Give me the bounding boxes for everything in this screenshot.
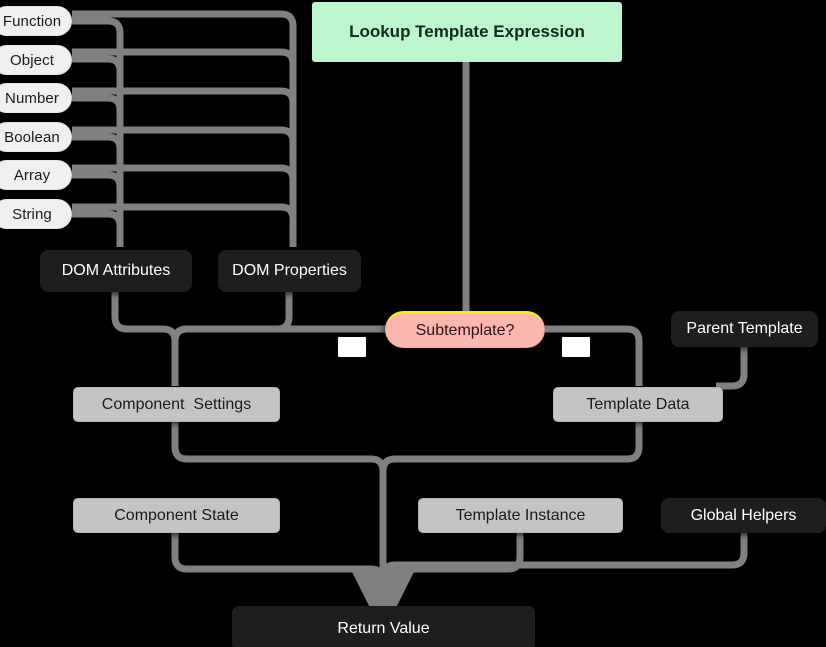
node-lookup-template-expression[interactable]: Lookup Template Expression [312, 2, 622, 62]
node-parent-template[interactable]: Parent Template [671, 311, 818, 347]
node-label: Number [5, 89, 59, 107]
node-label: Global Helpers [690, 506, 797, 524]
node-return-value[interactable]: Return Value [232, 606, 535, 647]
node-global-helpers[interactable]: Global Helpers [661, 498, 826, 533]
node-type-array[interactable]: Array [0, 160, 72, 190]
node-label: Component Settings [101, 395, 252, 413]
node-type-function[interactable]: Function [0, 6, 72, 36]
node-component-state[interactable]: Component State [73, 498, 280, 533]
node-type-boolean[interactable]: Boolean [0, 122, 72, 152]
node-type-number[interactable]: Number [0, 83, 72, 113]
node-type-object[interactable]: Object [0, 45, 72, 75]
node-label: Object [10, 51, 54, 69]
node-label: String [12, 205, 52, 223]
node-dom-attributes[interactable]: DOM Attributes [40, 250, 192, 292]
node-label: DOM Attributes [61, 262, 171, 279]
node-subtemplate-decision[interactable]: Subtemplate? [385, 311, 545, 348]
node-template-instance[interactable]: Template Instance [418, 498, 623, 533]
node-type-string[interactable]: String [0, 199, 72, 229]
node-label: Component State [114, 506, 239, 524]
node-label: Array [13, 166, 51, 184]
node-label: Lookup Template Expression [349, 22, 585, 41]
node-label: Template Instance [455, 506, 586, 524]
node-template-data[interactable]: Template Data [553, 387, 723, 422]
node-dom-properties[interactable]: DOM Properties [218, 250, 361, 292]
node-component-settings[interactable]: Component Settings [73, 387, 280, 422]
node-label: Subtemplate? [415, 321, 515, 339]
node-label: Boolean [4, 128, 60, 146]
node-label: Template Data [586, 395, 690, 413]
node-label: DOM Properties [232, 262, 347, 279]
node-label: Function [2, 12, 62, 30]
edge-label-yes [562, 337, 590, 357]
node-label: Return Value [337, 619, 430, 637]
node-label: Parent Template [686, 320, 803, 337]
edge-label-no [338, 337, 366, 357]
